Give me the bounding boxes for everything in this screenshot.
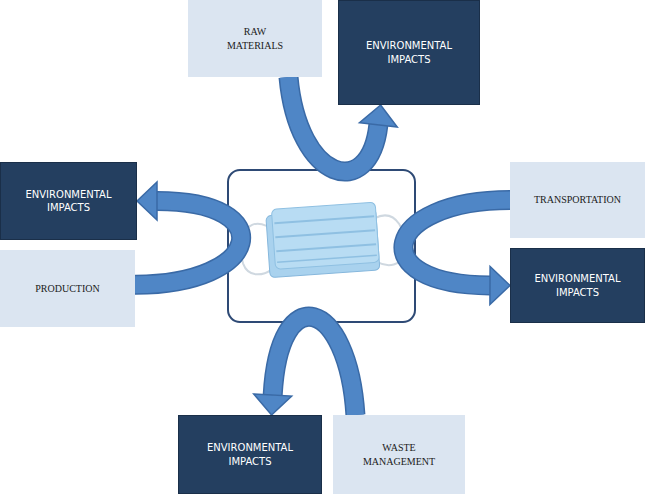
- stage-box: TRANSPORTATION: [510, 162, 645, 238]
- curved-arrow: [135, 182, 241, 285]
- box-label: TRANSPORTATION: [534, 193, 621, 207]
- impact-box: ENVIRONMENTAL IMPACTS: [510, 248, 645, 323]
- impact-box: ENVIRONMENTAL IMPACTS: [338, 0, 480, 105]
- stage-box: PRODUCTION: [0, 250, 135, 327]
- impact-box: ENVIRONMENTAL IMPACTS: [0, 162, 137, 240]
- box-label: RAW MATERIALS: [215, 25, 295, 52]
- curved-arrow: [403, 200, 510, 304]
- stage-box: WASTE MANAGEMENT: [333, 415, 465, 494]
- box-label: ENVIRONMENTAL IMPACTS: [359, 39, 459, 66]
- box-label: ENVIRONMENTAL IMPACTS: [528, 272, 628, 299]
- box-label: WASTE MANAGEMENT: [354, 441, 444, 468]
- box-label: ENVIRONMENTAL IMPACTS: [19, 188, 119, 215]
- box-label: ENVIRONMENTAL IMPACTS: [200, 441, 300, 468]
- center-frame: [228, 170, 415, 322]
- impact-box: ENVIRONMENTAL IMPACTS: [178, 415, 322, 494]
- stage-box: RAW MATERIALS: [188, 0, 322, 77]
- face-mask: [238, 200, 406, 279]
- box-label: PRODUCTION: [35, 282, 99, 296]
- curved-arrow: [254, 317, 356, 415]
